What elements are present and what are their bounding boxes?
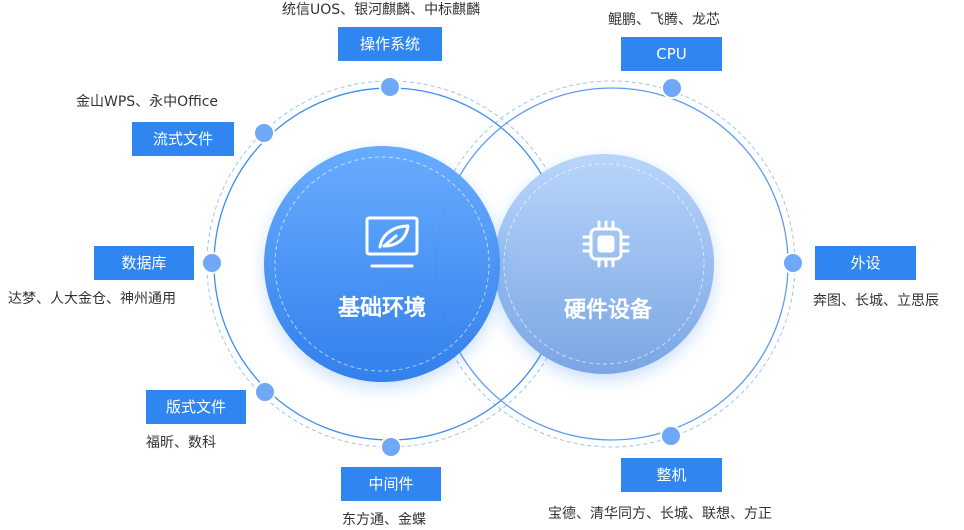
- machine-desc: 宝德、清华同方、长城、联想、方正: [548, 506, 772, 522]
- dot-cpu: [661, 77, 683, 99]
- cpu-tag: CPU: [621, 37, 722, 71]
- middleware-desc: 东方通、金蝶: [342, 512, 426, 528]
- database-tag: 数据库: [94, 246, 194, 280]
- database-desc: 达梦、人大金仓、神州通用: [8, 291, 176, 307]
- cpu-desc: 鲲鹏、飞腾、龙芯: [608, 12, 720, 28]
- machine-tag: 整机: [621, 458, 722, 492]
- base-env-inner-dashed: [274, 156, 490, 372]
- dot-peripheral: [782, 252, 804, 274]
- dot-layout-doc: [254, 381, 276, 403]
- dot-middleware: [380, 436, 402, 458]
- hardware-circle: [494, 154, 714, 374]
- peripheral-desc: 奔图、长城、立思辰: [813, 293, 939, 309]
- dot-os: [379, 76, 401, 98]
- dot-machine: [660, 425, 682, 447]
- os-desc: 统信UOS、银河麒麟、中标麒麟: [282, 2, 481, 18]
- dot-flow-doc: [253, 122, 275, 144]
- layout-doc-desc: 福昕、数科: [146, 435, 216, 451]
- flow-doc-tag: 流式文件: [132, 122, 234, 156]
- hardware-label: 硬件设备: [563, 298, 652, 323]
- peripheral-tag: 外设: [815, 246, 916, 280]
- layout-doc-tag: 版式文件: [146, 390, 246, 424]
- hardware-inner-dashed: [503, 163, 705, 365]
- base-env-label: 基础环境: [337, 296, 426, 321]
- dot-database: [201, 252, 223, 274]
- base-env-circle: [264, 146, 500, 382]
- chip-icon: [582, 220, 630, 268]
- monitor-leaf-icon: [365, 216, 419, 268]
- flow-doc-desc: 金山WPS、永中Office: [76, 94, 219, 110]
- middleware-tag: 中间件: [341, 467, 441, 501]
- os-tag: 操作系统: [338, 27, 442, 61]
